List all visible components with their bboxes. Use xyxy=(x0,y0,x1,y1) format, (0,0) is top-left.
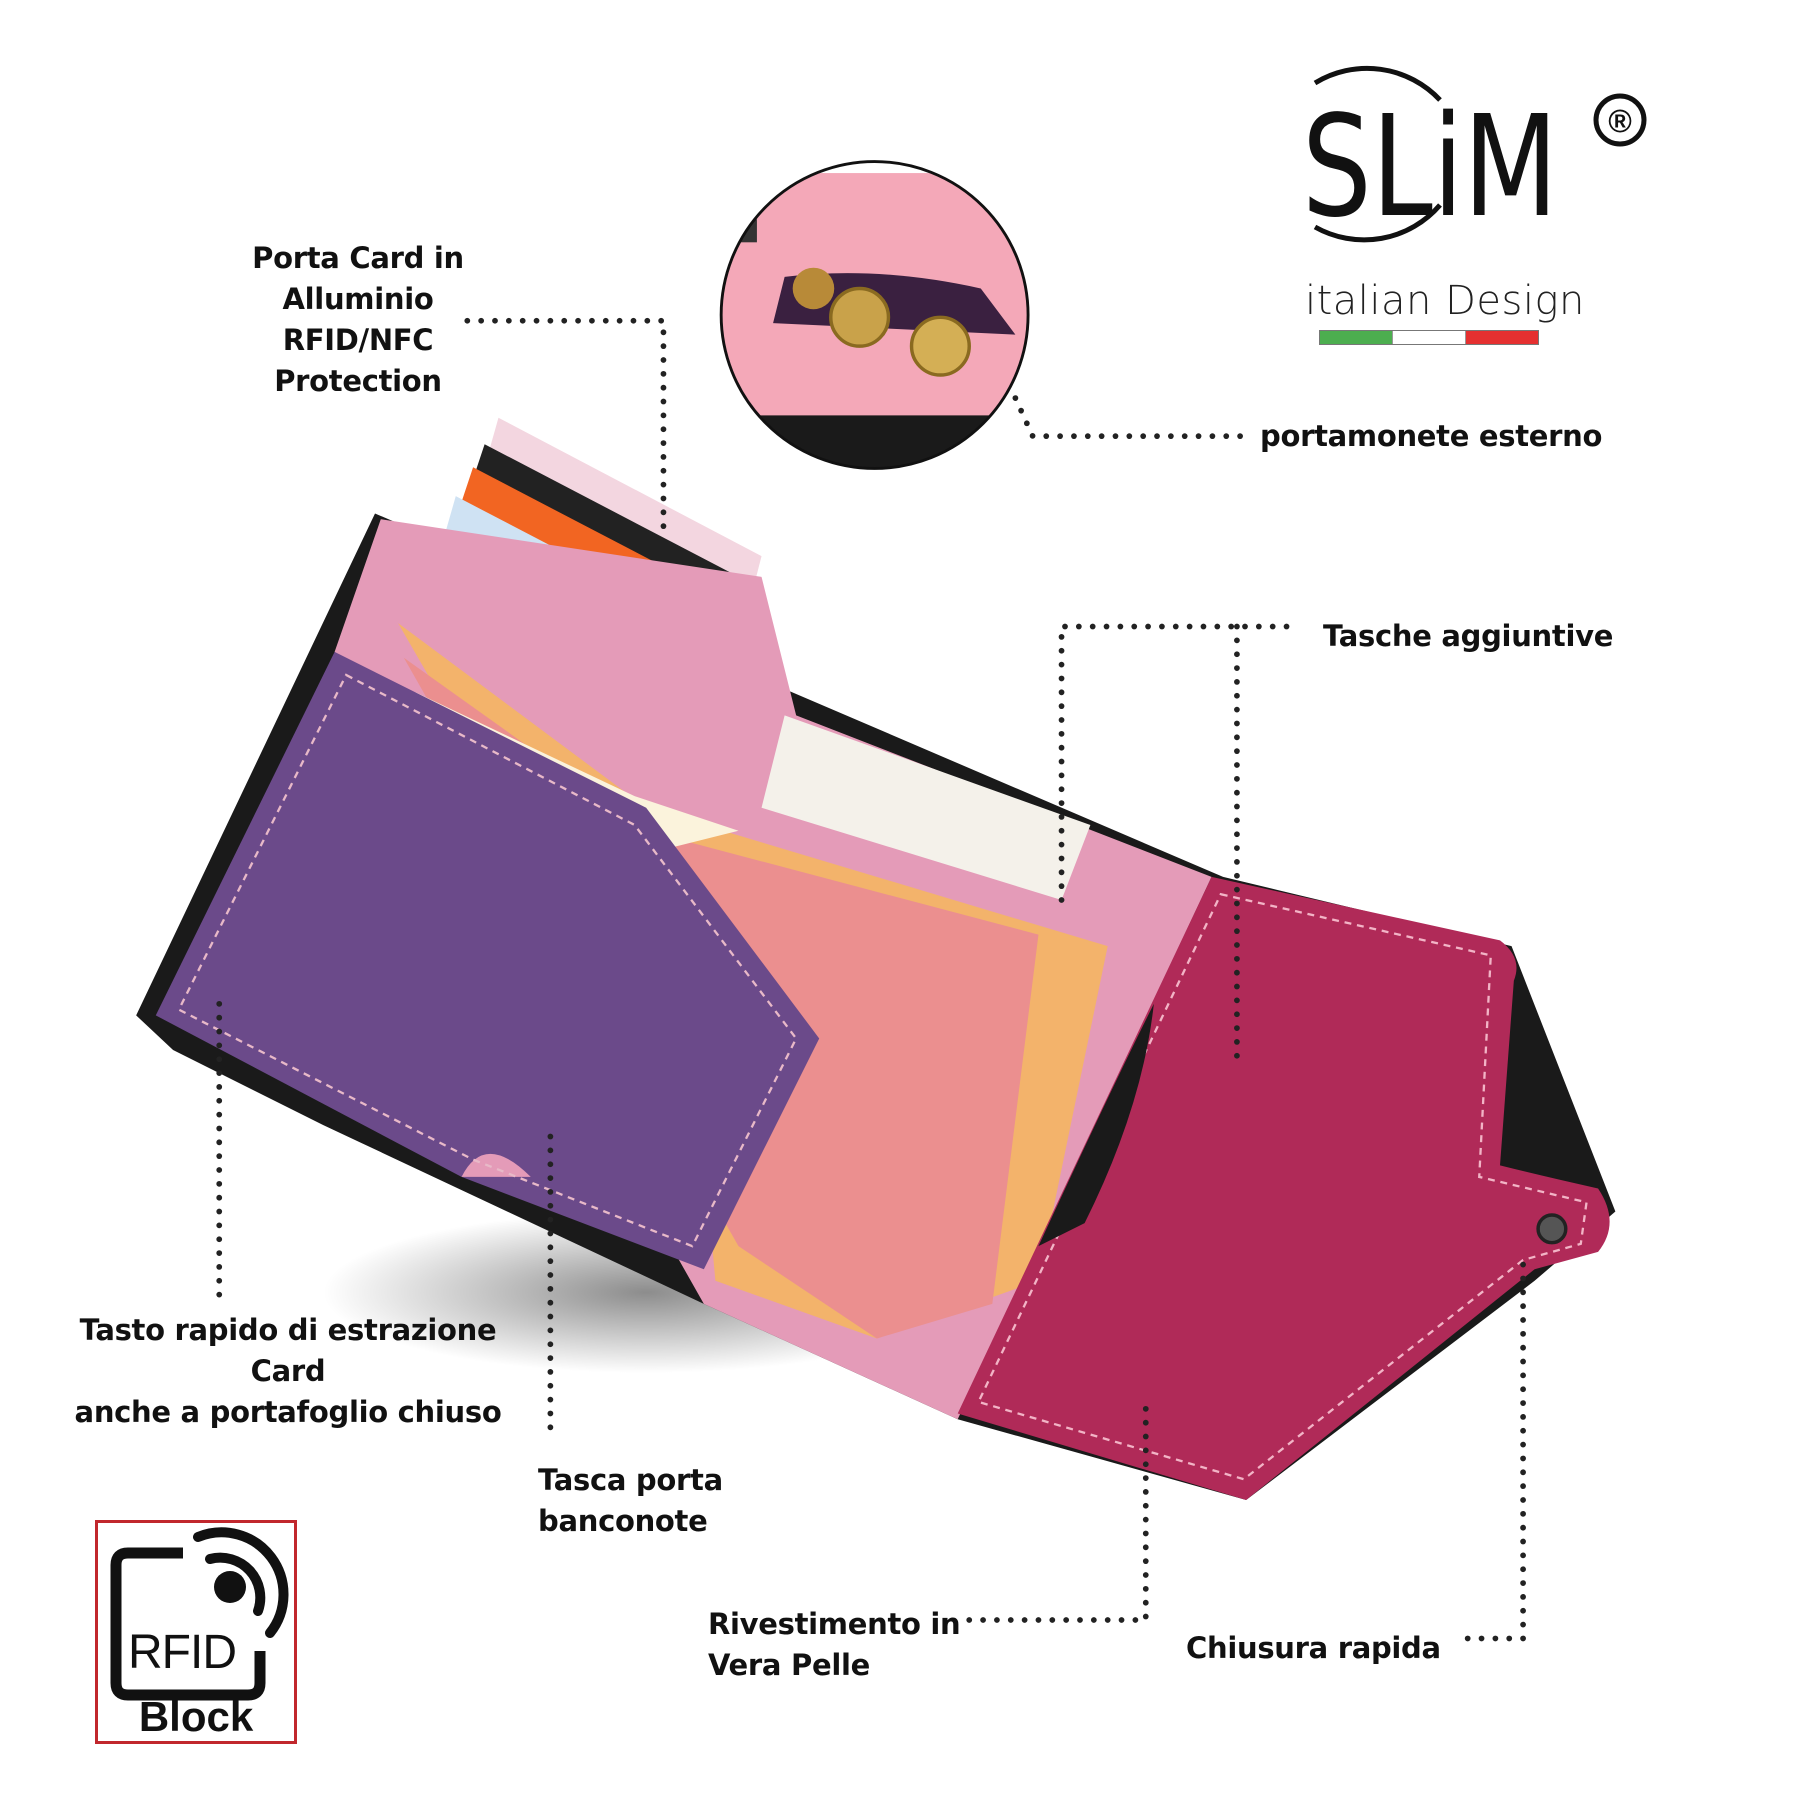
label-coin-purse: portamonete esterno xyxy=(1260,419,1603,453)
brand-tagline: italian Design xyxy=(1305,278,1585,324)
snap-button[interactable] xyxy=(1536,1213,1568,1245)
leader-extra-pockets-a xyxy=(1058,623,1301,903)
leader-closure xyxy=(1464,1260,1526,1642)
leader-lines xyxy=(216,317,1526,1642)
leader-coin-purse xyxy=(1012,395,1244,440)
label-card-holder: Porta Card in Alluminio RFID/NFC Protect… xyxy=(252,241,464,398)
leader-card-holder xyxy=(464,317,667,534)
quick-eject-button[interactable] xyxy=(461,1153,531,1177)
purple-banknote-pocket xyxy=(155,651,820,1270)
label-leather: Rivestimento in Vera Pelle xyxy=(708,1607,961,1682)
inset-circle-border xyxy=(719,160,1030,470)
coin-purse-inset xyxy=(721,161,1029,469)
label-quick-eject: Tasto rapido di estrazione Card anche a … xyxy=(74,1313,502,1429)
rfid-label: RFID xyxy=(128,1626,237,1679)
label-extra-pockets: Tasche aggiuntive xyxy=(1323,619,1614,653)
svg-text:®: ® xyxy=(1608,103,1632,139)
rfid-signal-icon xyxy=(110,1527,289,1701)
label-closure: Chiusura rapida xyxy=(1186,1631,1441,1665)
magenta-leather-panel xyxy=(957,876,1610,1500)
block-label: Block xyxy=(138,1693,254,1740)
slim-logo: SLiM xyxy=(1302,65,1558,249)
white-pocket xyxy=(761,715,1091,900)
label-banknote-pocket: Tasca porta banconote xyxy=(538,1463,723,1538)
italian-flag-stripe xyxy=(1319,330,1539,345)
registered-mark-icon: ® xyxy=(1593,93,1647,147)
rfid-block-badge: RFID Block xyxy=(95,1520,297,1744)
logo-text: SLiM xyxy=(1302,86,1558,249)
